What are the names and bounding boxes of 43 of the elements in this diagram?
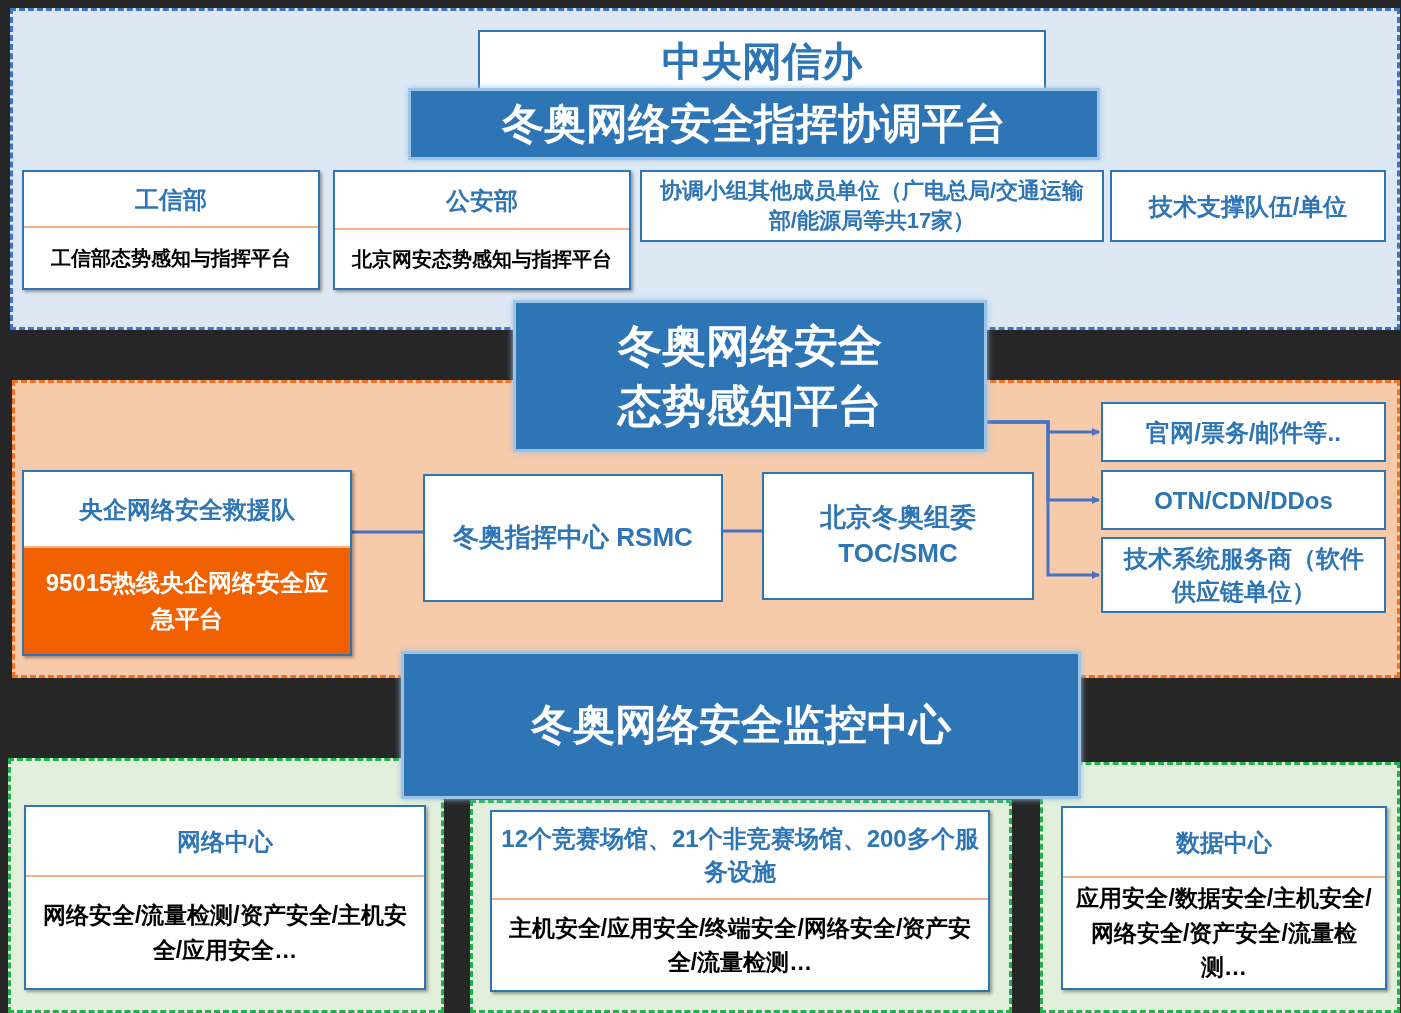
info-box: [1101, 537, 1386, 613]
header-text: 工信部: [135, 184, 207, 215]
body-text: 工信部态势感知与指挥平台: [51, 246, 291, 271]
box-title: 冬奥网络安全监控中心: [531, 700, 951, 751]
split-card: [490, 810, 990, 992]
box-label: 技术系统服务商（软件供应链单位）: [1122, 544, 1365, 607]
panel-background: [8, 758, 444, 1013]
body-text: 北京网安态势感知与指挥平台: [352, 247, 612, 272]
split-card: [24, 805, 426, 990]
split-card: [22, 470, 352, 656]
box-title: 冬奥网络安全态势感知平台: [616, 319, 883, 432]
info-box: [1101, 402, 1386, 462]
platform-box: [408, 88, 1100, 160]
body-text: 95015热线央企网络安全应急平台: [44, 568, 330, 634]
panel-background: [470, 800, 1012, 1013]
header-text: 央企网络安全救援队: [79, 494, 295, 525]
box-title: 冬奥网络安全指挥协调平台: [502, 99, 1006, 150]
header-text: 数据中心: [1176, 827, 1272, 858]
split-card: [1061, 806, 1387, 990]
info-box: [423, 474, 723, 602]
info-box: [762, 472, 1034, 600]
body-text: 应用安全/数据安全/主机安全/网络安全/资产安全/流量检测…: [1075, 884, 1373, 983]
body-text: 主机安全/应用安全/终端安全/网络安全/资产安全/流量检测…: [507, 913, 973, 977]
header-text: 12个竞赛场馆、21个非竞赛场馆、200多个服务设施: [500, 824, 980, 887]
panel-background: [1040, 762, 1400, 1013]
info-box: [640, 170, 1104, 242]
box-label: 冬奥指挥中心 RSMC: [453, 521, 693, 555]
body-text: 网络安全/流量检测/资产安全/主机安全/应用安全…: [41, 901, 409, 965]
platform-box: [401, 651, 1081, 799]
box-label: 官网/票务/邮件等..: [1146, 417, 1341, 448]
box-label: 技术支撑队伍/单位: [1148, 191, 1348, 222]
header-text: 网络中心: [177, 826, 273, 857]
header-text: 公安部: [446, 185, 518, 216]
box-label: 协调小组其他成员单位（广电总局/交通运输部/能源局等共17家）: [658, 176, 1086, 235]
split-card: [333, 170, 631, 290]
connector-arrow: [987, 420, 1100, 579]
platform-box: [513, 300, 987, 452]
info-box: [1101, 470, 1386, 530]
info-box: [1110, 170, 1386, 242]
box-title: 中央网信办: [662, 38, 862, 85]
box-label: OTN/CDN/DDos: [1154, 485, 1333, 516]
box-label: 北京冬奥组委 TOC/SMC: [818, 501, 977, 570]
split-card: [22, 170, 320, 290]
